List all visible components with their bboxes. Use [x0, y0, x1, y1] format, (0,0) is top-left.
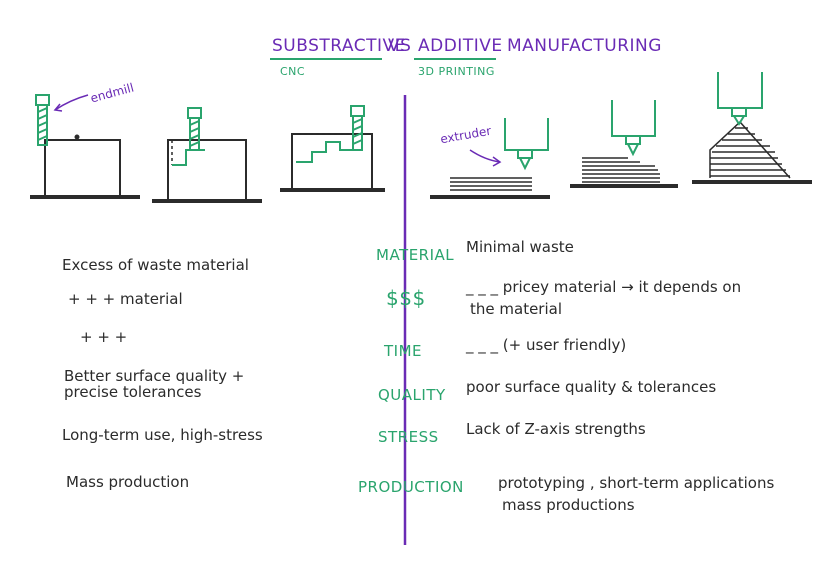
cnc-cut-3: [296, 141, 360, 163]
print-stage-2: [570, 157, 678, 188]
endmill-tool-2: [187, 107, 202, 151]
printing-time: _ _ _ (+ user friendly): [466, 336, 627, 354]
title-underline-left: [270, 58, 382, 60]
title-vs: VS: [388, 36, 412, 56]
printing-quality: poor surface quality & tolerances: [466, 378, 717, 396]
endmill-tool-1: [35, 94, 50, 146]
title-manufacturing: MANUFACTURING: [507, 36, 662, 56]
cnc-cut-2: [172, 149, 205, 166]
cnc-production: Mass production: [66, 473, 190, 491]
subtitle-cnc: CNC: [280, 65, 306, 78]
cnc-stage-3: [280, 133, 385, 192]
title-additive: ADDITIVE: [418, 36, 503, 56]
extruder-2: [611, 100, 656, 157]
title-underline-right: [414, 58, 496, 60]
print-stage-3: [692, 120, 812, 184]
print-stage-1: [430, 177, 550, 199]
extruder-1: [504, 118, 549, 171]
printing-production: prototyping , short-term applications: [498, 474, 775, 492]
endmill-tool-3: [350, 105, 365, 151]
cnc-material: Excess of waste material: [62, 256, 249, 274]
category-material: MATERIAL: [376, 246, 455, 264]
cnc-stress: Long-term use, high-stress: [62, 426, 263, 444]
cnc-time: + + +: [80, 328, 128, 346]
printing-cost: _ _ _ pricey material → it depends on: [466, 278, 742, 296]
cnc-quality: Better surface quality +: [64, 367, 245, 385]
printing-material: Minimal waste: [466, 238, 574, 256]
cnc-stage-1: [30, 134, 140, 199]
title-subtractive: SUBSTRACTIVE: [272, 36, 406, 56]
category-quality: QUALITY: [378, 386, 446, 404]
printing-stress: Lack of Z-axis strengths: [466, 420, 646, 438]
subtitle-3d-printing: 3D PRINTING: [418, 65, 495, 78]
cnc-quality-line2: precise tolerances: [64, 383, 202, 401]
category-time: TIME: [384, 342, 423, 360]
cnc-stage-2: [152, 139, 262, 203]
cnc-cost: + + + material: [68, 290, 183, 308]
printing-production-line2: mass productions: [502, 496, 635, 514]
category-cost: $$$: [386, 286, 426, 310]
extruder-arrow: [469, 149, 501, 163]
category-production: PRODUCTION: [358, 478, 464, 496]
endmill-arrow: [54, 94, 89, 111]
category-stress: STRESS: [378, 428, 439, 446]
printing-cost-line2: the material: [470, 300, 562, 318]
extruder-3: [717, 72, 763, 126]
